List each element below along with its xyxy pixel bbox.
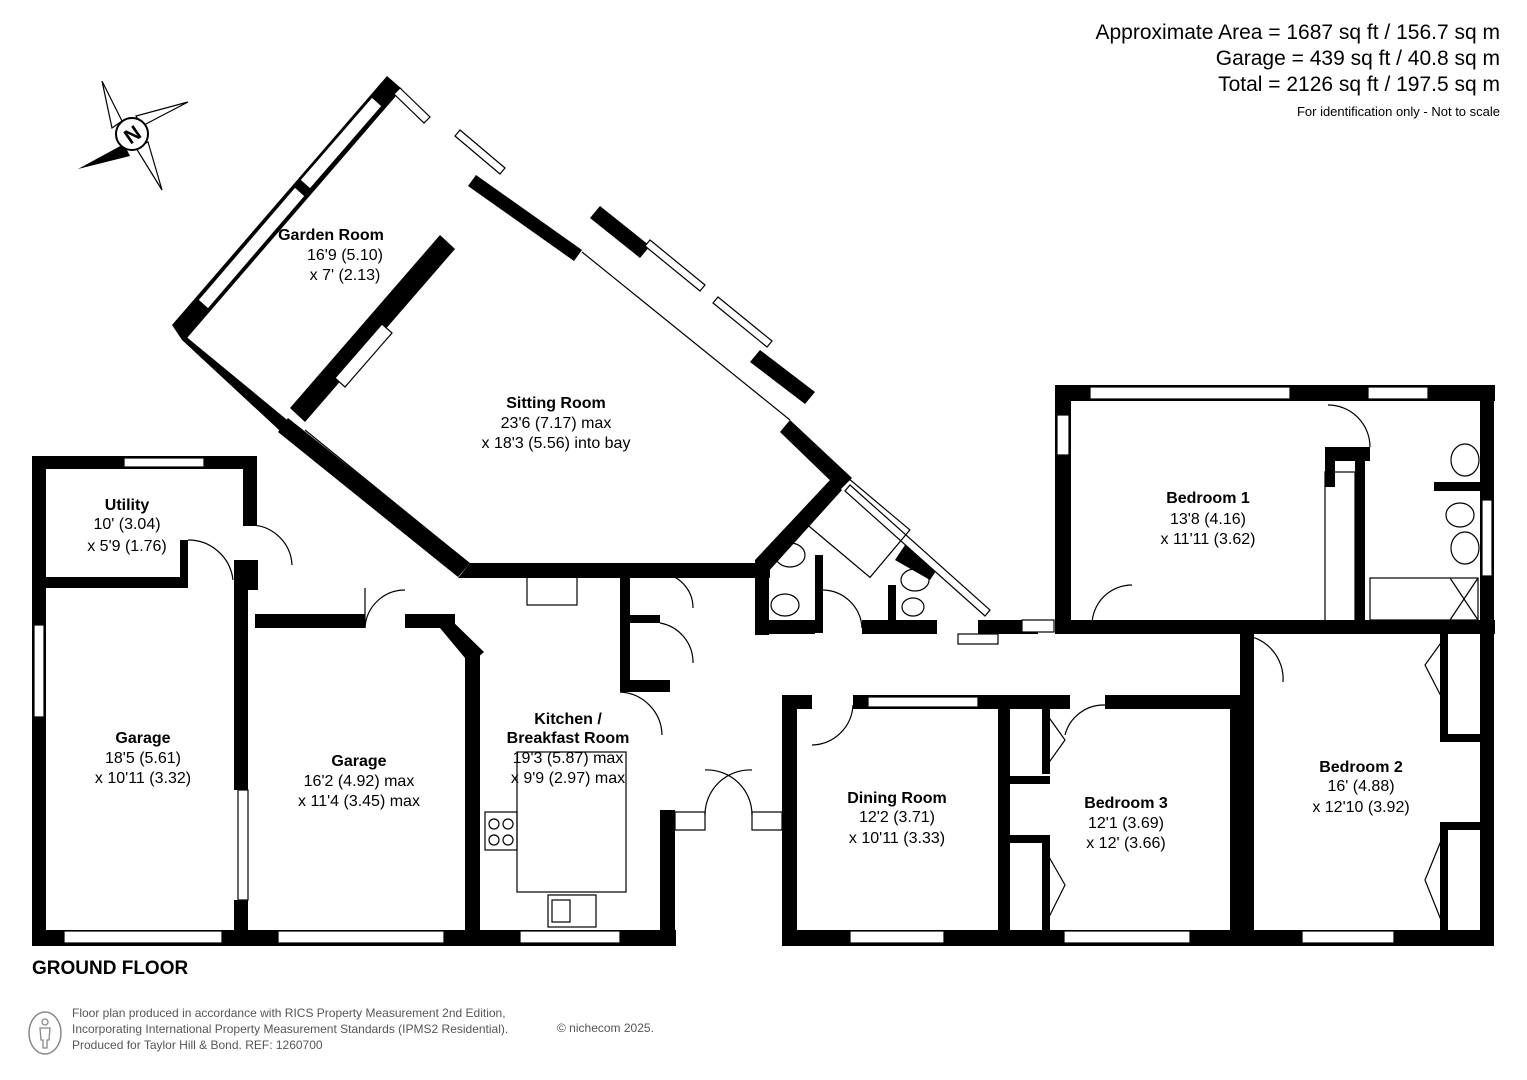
utility-dim1: 10' (3.04) (93, 516, 160, 533)
dining-room-name: Dining Room (847, 790, 947, 807)
sitting-room-walls (278, 129, 852, 578)
utility-name: Utility (105, 497, 150, 514)
garden-room-dim2: x 7' (2.13) (310, 267, 381, 284)
garden-room-dim1: 16'9 (5.10) (307, 247, 383, 264)
compass-icon: N (78, 80, 189, 191)
approximate-area: Approximate Area = 1687 sq ft / 156.7 sq… (1095, 21, 1501, 44)
bedroom-1-dim2: x 11'11 (3.62) (1161, 531, 1256, 548)
dining-room-walls (782, 695, 1010, 946)
footer-brand: © nichecom 2025. (557, 1021, 654, 1035)
garage-1-name: Garage (115, 730, 170, 747)
kitchen-dim1: 19'3 (5.87) max (513, 750, 624, 767)
garage-1-dim2: x 10'11 (3.32) (95, 770, 191, 787)
garage-1-dim1: 18'5 (5.61) (105, 750, 181, 767)
garage-2-name: Garage (331, 753, 386, 770)
garage-1-walls (32, 560, 258, 946)
footer-text: Floor plan produced in accordance with R… (72, 1005, 508, 1053)
garden-room-name: Garden Room (278, 227, 384, 244)
garage-area: Garage = 439 sq ft / 40.8 sq m (1215, 47, 1500, 70)
bedroom-1-name: Bedroom 1 (1166, 490, 1250, 507)
sitting-room-dim1: 23'6 (7.17) max (501, 415, 612, 432)
bathroom-walls (755, 474, 1055, 645)
utility-walls (32, 456, 293, 946)
hallway-walls (1055, 584, 1495, 683)
bedroom-3-dim2: x 12' (3.66) (1086, 835, 1166, 852)
person-icon (28, 1011, 62, 1055)
bedroom-3-name: Bedroom 3 (1084, 795, 1168, 812)
dining-room-dim1: 12'2 (3.71) (859, 809, 935, 826)
disclaimer: For identification only - Not to scale (1296, 104, 1500, 119)
floor-label: GROUND FLOOR (32, 958, 189, 979)
utility-dim2: x 5'9 (1.76) (87, 538, 167, 555)
garage-2-dim1: 16'2 (4.92) max (304, 773, 415, 790)
footer-line-3: Produced for Taylor Hill & Bond. REF: 12… (72, 1038, 323, 1052)
kitchen-walls (480, 563, 783, 946)
kitchen-name-line2: Breakfast Room (507, 730, 630, 747)
bedroom-1-walls (1055, 385, 1495, 634)
footer-line-1: Floor plan produced in accordance with R… (72, 1006, 506, 1020)
dining-room-dim2: x 10'11 (3.33) (849, 830, 945, 847)
garden-room-walls (172, 76, 455, 443)
bedroom-2-dim2: x 12'10 (3.92) (1312, 799, 1409, 816)
bedroom-3-dim1: 12'1 (3.69) (1088, 815, 1164, 832)
area-summary: Approximate Area = 1687 sq ft / 156.7 sq… (1096, 20, 1501, 119)
sitting-room-name: Sitting Room (506, 395, 606, 412)
bedroom-2-dim1: 16' (4.88) (1327, 778, 1394, 795)
bedroom-1-dim1: 13'8 (4.16) (1170, 511, 1246, 528)
kitchen-dim2: x 9'9 (2.97) max (511, 770, 625, 787)
garage-2-dim2: x 11'4 (3.45) max (298, 793, 420, 810)
sitting-room-dim2: x 18'3 (5.56) into bay (482, 435, 631, 452)
bedroom-2-walls (1240, 620, 1494, 946)
footer-line-2: Incorporating International Property Mea… (72, 1022, 509, 1036)
total-area: Total = 2126 sq ft / 197.5 sq m (1218, 73, 1500, 96)
garage-2-walls (248, 588, 484, 946)
bedroom-2-name: Bedroom 2 (1319, 759, 1403, 776)
kitchen-name-line1: Kitchen / (534, 711, 602, 728)
